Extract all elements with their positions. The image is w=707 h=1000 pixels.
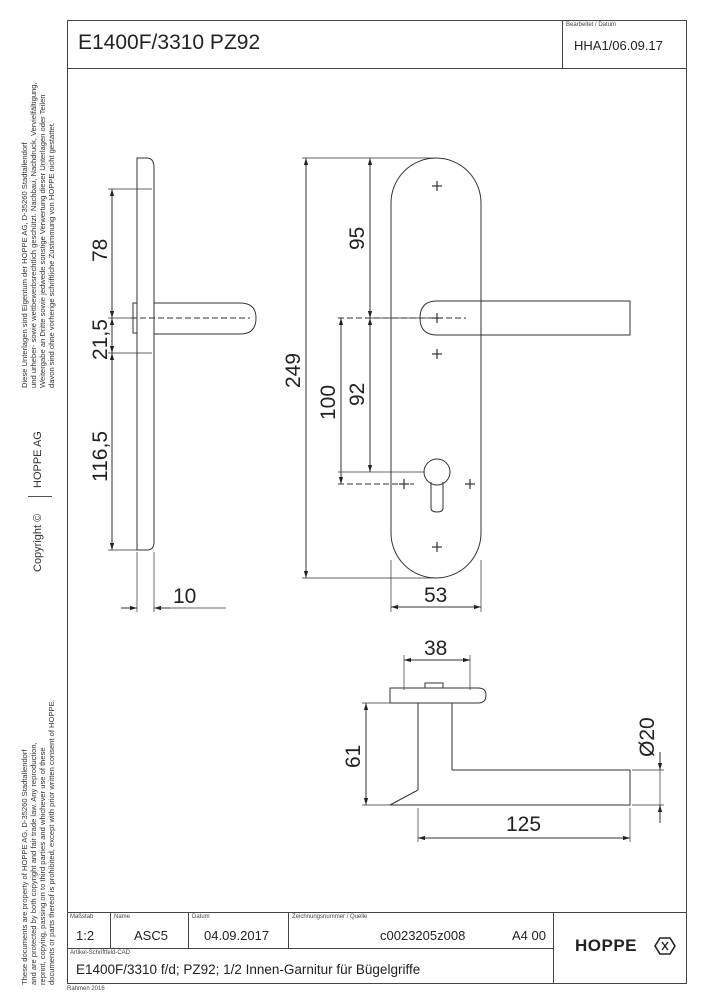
scale-value: 1:2 [76, 928, 95, 943]
article-label: Artikel-Schriftfeld-CAD [70, 950, 131, 956]
dim-20: Ø20 [636, 717, 659, 757]
dim-38: 38 [424, 637, 447, 660]
header-divider [67, 68, 687, 69]
frame-label: Rahmen 2016 [67, 986, 105, 992]
article-value: E1400F/3310 f/d; PZ92; 1/2 Innen-Garnitu… [76, 962, 421, 977]
hoppe-logo-mark-icon [654, 937, 676, 955]
top-rose-outline [389, 687, 487, 704]
date-label: Datum [192, 914, 210, 920]
edited-label: Bearbeitet / Datum [566, 22, 617, 28]
dim-116-5: 116,5 [89, 431, 112, 482]
format-value: A4 00 [512, 928, 546, 943]
drawing-number-label: Zeichnungsnummer / Quelle [292, 914, 368, 920]
titleblock-top-border [67, 912, 687, 913]
dim-78: 78 [89, 239, 112, 262]
side-lever-outline [154, 302, 257, 335]
dim-125: 125 [506, 813, 541, 836]
dim-10: 10 [173, 585, 196, 608]
dim-53: 53 [424, 584, 447, 607]
drawing-frame [67, 20, 687, 984]
dim-92: 92 [346, 383, 369, 406]
side-plate-outline [136, 157, 155, 551]
dim-100: 100 [317, 385, 340, 420]
dim-249: 249 [282, 353, 305, 388]
drawing-title: E1400F/3310 PZ92 [78, 31, 261, 54]
hoppe-logo: HOPPE [575, 936, 638, 955]
scale-label: Maßstab [70, 914, 94, 920]
name-value: ASC5 [134, 928, 168, 943]
front-plate-outline [390, 157, 482, 579]
dim-95: 95 [346, 227, 369, 250]
date-value: 04.09.2017 [204, 928, 270, 943]
dim-21-5: 21,5 [89, 319, 112, 360]
drawing-number-value: c0023205z008 [380, 928, 466, 943]
header-vertical-divider [562, 20, 563, 68]
titleblock-mid-border [67, 948, 553, 949]
dim-61: 61 [342, 745, 365, 768]
top-bend-outer [389, 789, 419, 806]
top-grip-outline [390, 769, 631, 806]
margin-divider [28, 496, 52, 497]
name-label: Name [114, 914, 131, 920]
top-rose-cap [424, 682, 444, 689]
edited-value: HHA1/06.09.17 [574, 38, 663, 53]
